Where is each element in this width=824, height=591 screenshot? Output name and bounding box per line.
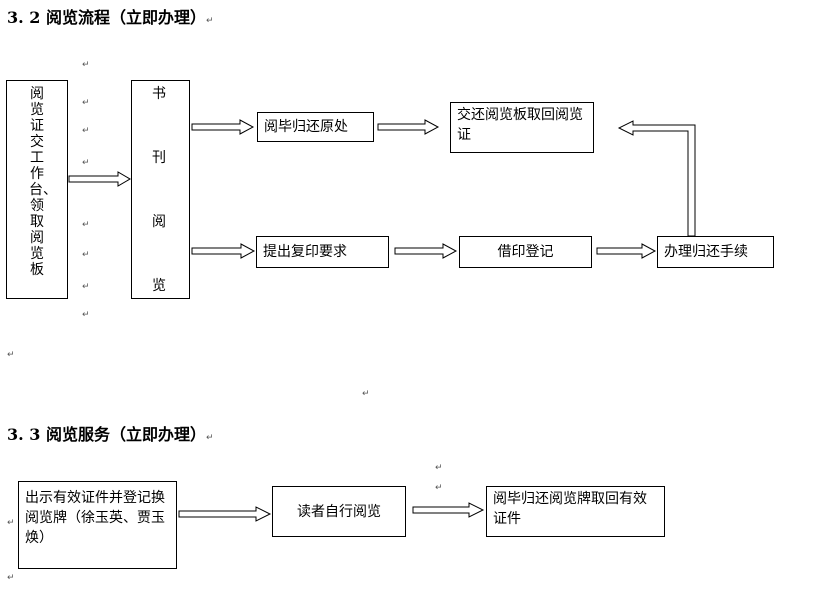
box-return-to-place: 阅毕归还原处 xyxy=(257,112,374,142)
paragraph-mark: ↵ xyxy=(82,158,90,168)
paragraph-mark: ↵ xyxy=(435,463,443,473)
paragraph-mark: ↵ xyxy=(205,16,214,26)
paragraph-mark: ↵ xyxy=(362,389,370,399)
arrow-copy-to-register xyxy=(394,243,458,259)
section-title-reading-service: 3. 3 阅览服务（立即办理）↵ xyxy=(7,425,214,445)
arrow-books-to-copy xyxy=(191,243,256,259)
paragraph-mark: ↵ xyxy=(82,282,90,292)
box-submit-card xyxy=(6,80,68,299)
box-show-id: 出示有效证件并登记换阅览牌（徐玉英、贾玉焕） xyxy=(18,481,177,569)
box-books-char-4: 览 xyxy=(152,278,166,294)
box-books-char-2: 刊 xyxy=(152,150,166,166)
paragraph-mark: ↵ xyxy=(82,126,90,136)
box-show-id-label: 出示有效证件并登记换阅览牌（徐玉英、贾玉焕） xyxy=(25,490,165,546)
box-return-to-place-label: 阅毕归还原处 xyxy=(264,119,348,135)
box-books-reading xyxy=(131,80,190,299)
box-books-char-3: 阅 xyxy=(152,214,166,230)
arrow-register-to-procedure xyxy=(596,243,657,259)
paragraph-mark: ↵ xyxy=(7,518,15,528)
paragraph-mark: ↵ xyxy=(7,573,15,583)
paragraph-mark: ↵ xyxy=(7,350,15,360)
paragraph-mark: ↵ xyxy=(205,433,214,443)
paragraph-mark: ↵ xyxy=(82,220,90,230)
arrow-read-to-finish xyxy=(412,502,485,518)
paragraph-mark: ↵ xyxy=(82,98,90,108)
box-retrieve-card-label: 交还阅览板取回阅览证 xyxy=(457,107,583,143)
box-finish-return: 阅毕归还阅览牌取回有效证件 xyxy=(486,486,665,537)
paragraph-mark: ↵ xyxy=(82,250,90,260)
box-request-copy-label: 提出复印要求 xyxy=(263,244,347,260)
box-request-copy: 提出复印要求 xyxy=(256,236,389,268)
arrow-books-to-return xyxy=(191,119,255,135)
paragraph-mark: ↵ xyxy=(435,483,443,493)
section-title-reading-process: 3. 2 阅览流程（立即办理）↵ xyxy=(7,8,214,28)
paragraph-mark: ↵ xyxy=(82,310,90,320)
box-finish-return-label: 阅毕归还阅览牌取回有效证件 xyxy=(493,491,647,527)
box-submit-card-label: 阅览证交工作台、领取阅览板 xyxy=(29,86,57,278)
section-title-text: 3. 3 阅览服务（立即办理） xyxy=(7,425,206,444)
arrow-procedure-to-retrieve xyxy=(617,120,696,237)
box-self-reading: 读者自行阅览 xyxy=(272,486,406,537)
box-return-procedure: 办理归还手续 xyxy=(657,236,774,268)
section-title-text: 3. 2 阅览流程（立即办理） xyxy=(7,8,206,27)
box-return-procedure-label: 办理归还手续 xyxy=(664,244,748,260)
box-self-reading-label: 读者自行阅览 xyxy=(297,503,381,520)
arrow-card-to-books xyxy=(68,171,131,187)
arrow-show-to-read xyxy=(178,506,272,522)
arrow-return-to-retrieve xyxy=(377,119,440,135)
box-books-char-1: 书 xyxy=(152,86,166,102)
box-retrieve-card: 交还阅览板取回阅览证 xyxy=(450,102,594,153)
box-copy-register: 借印登记 xyxy=(459,236,592,268)
box-copy-register-label: 借印登记 xyxy=(497,244,554,260)
paragraph-mark: ↵ xyxy=(82,60,90,70)
